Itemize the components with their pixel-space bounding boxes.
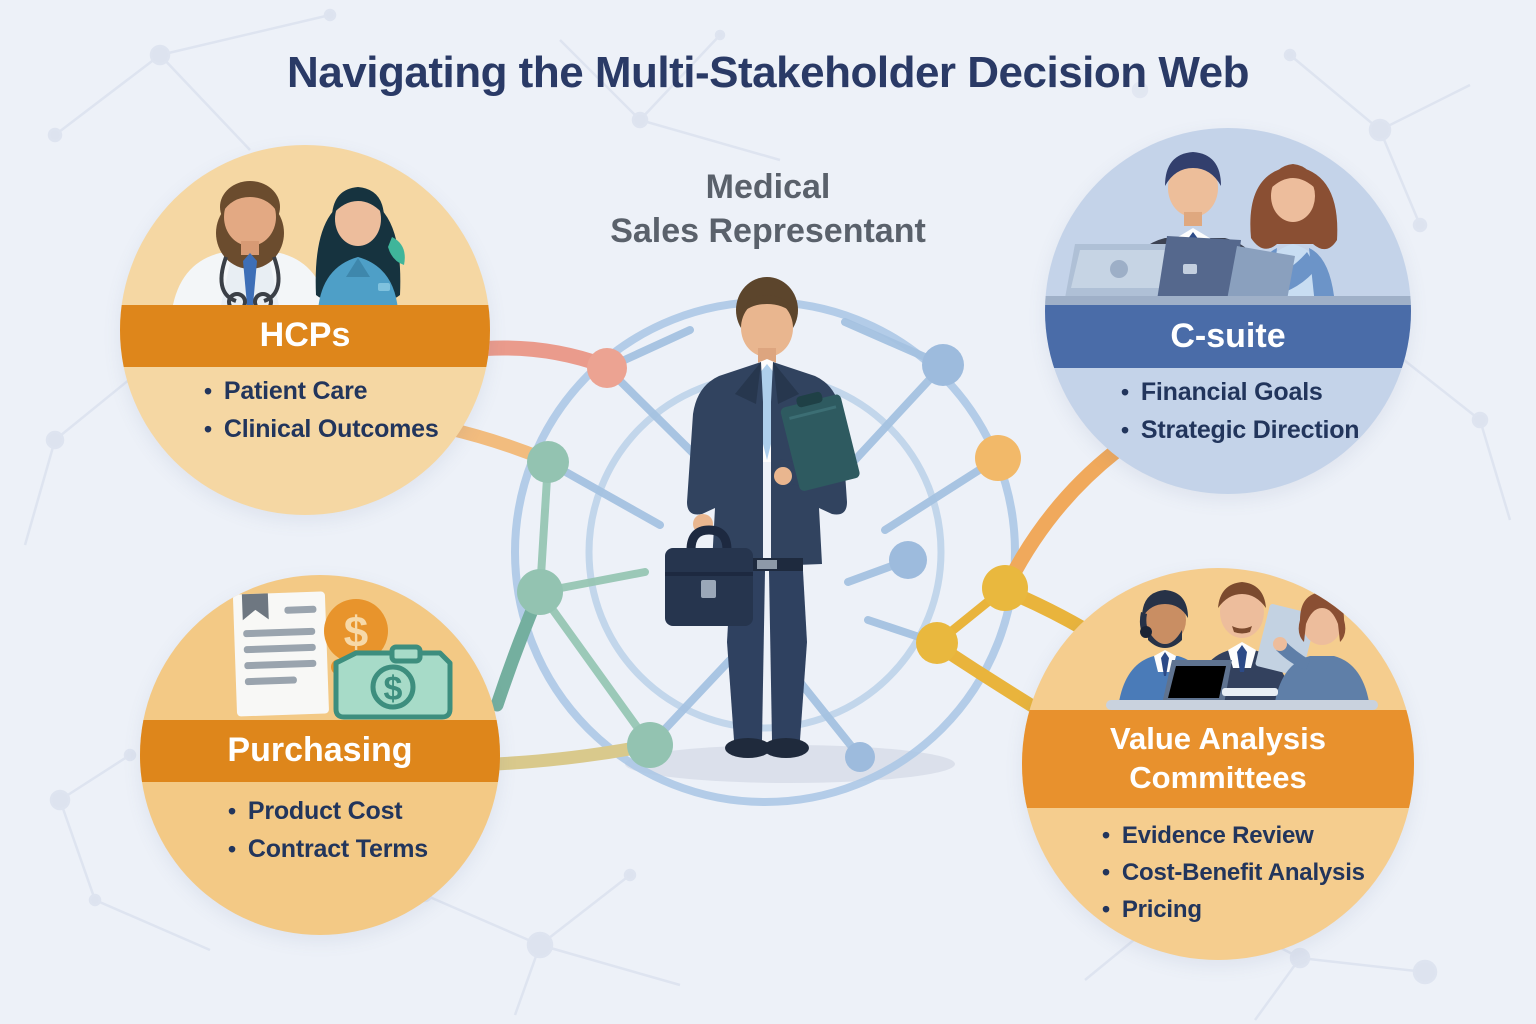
main-title: Navigating the Multi-Stakeholder Decisio…: [287, 48, 1249, 97]
sales-rep-body: [665, 277, 860, 758]
doctor-figure: [172, 181, 328, 310]
invoice-coin-and-cash-illustration: $ $: [233, 591, 453, 720]
bullet-item: Cost-Benefit Analysis: [1102, 859, 1365, 887]
web-node: [845, 742, 875, 772]
cash-dollar-glyph: $: [384, 670, 403, 708]
value-analysis-label-line1: Value Analysis: [1110, 721, 1326, 757]
bullet-item: Pricing: [1102, 896, 1365, 924]
value-analysis-label-line2: Committees: [1129, 760, 1307, 795]
web-nodes: [517, 290, 1028, 772]
bullet-item: Clinical Outcomes: [204, 415, 439, 444]
meeting-table-and-laptop: [1106, 660, 1378, 710]
stakeholder-value-analysis: Value Analysis Committees Evidence Revie…: [1022, 568, 1414, 960]
bullet-item: Financial Goals: [1121, 378, 1359, 407]
bullet-item: Contract Terms: [228, 835, 428, 864]
web-node: [922, 344, 964, 386]
invoice-document-icon: [233, 591, 329, 717]
center-role-label: Medical Sales Representant: [518, 166, 1018, 253]
committee-meeting-illustration: [1106, 582, 1378, 710]
stakeholder-c-suite: C-suite Financial Goals Strategic Direct…: [1045, 128, 1411, 494]
stakeholder-purchasing: $ $ Purchasing Product Cost Contract Ter…: [140, 575, 500, 935]
center-role-line1: Medical: [705, 168, 831, 206]
hcps-label: HCPs: [259, 316, 351, 355]
cash-stack-icon: $: [331, 644, 453, 720]
web-node: [916, 622, 958, 664]
web-node: [627, 722, 673, 768]
web-node: [527, 441, 569, 483]
clipboard: [780, 391, 860, 491]
coin-dollar-glyph: $: [344, 608, 368, 657]
committee-member-right: [1255, 592, 1370, 708]
bullet-item: Evidence Review: [1102, 822, 1365, 850]
hcps-bullets: Patient Care Clinical Outcomes: [204, 377, 439, 453]
doctor-and-nurse-illustration: [172, 181, 405, 310]
hcps-band: HCPs: [120, 305, 490, 367]
sales-rep-illustration: [665, 277, 860, 758]
connector-csuite-orange: [1000, 444, 1123, 592]
background-network-pattern: [23, 8, 1512, 1021]
purchasing-bullets: Product Cost Contract Terms: [228, 797, 428, 873]
purchasing-band: Purchasing: [140, 720, 500, 782]
nurse-figure: [315, 187, 405, 310]
web-node: [587, 348, 627, 388]
c-suite-label: C-suite: [1170, 316, 1286, 355]
center-role-line2: Sales Representant: [610, 211, 926, 250]
c-suite-band: C-suite: [1045, 305, 1411, 368]
value-analysis-bullets: Evidence Review Cost-Benefit Analysis Pr…: [1102, 822, 1365, 933]
bullet-item: Strategic Direction: [1121, 416, 1360, 445]
laptops: [1045, 236, 1411, 305]
bullet-item: Patient Care: [204, 377, 439, 406]
web-node: [889, 541, 927, 579]
value-analysis-band: Value Analysis Committees: [1022, 710, 1414, 808]
bullet-item: Product Cost: [228, 797, 428, 826]
stakeholder-hcps: HCPs Patient Care Clinical Outcomes: [120, 145, 490, 515]
briefcase: [665, 525, 753, 626]
web-node: [517, 569, 563, 615]
c-suite-bullets: Financial Goals Strategic Direction: [1121, 378, 1360, 454]
executives-with-laptops-illustration: [1045, 152, 1411, 305]
purchasing-label: Purchasing: [227, 731, 413, 770]
web-node: [982, 565, 1028, 611]
web-node: [975, 435, 1021, 481]
dollar-coin-icon: $: [324, 599, 388, 663]
sales-rep-figure: [615, 262, 915, 782]
